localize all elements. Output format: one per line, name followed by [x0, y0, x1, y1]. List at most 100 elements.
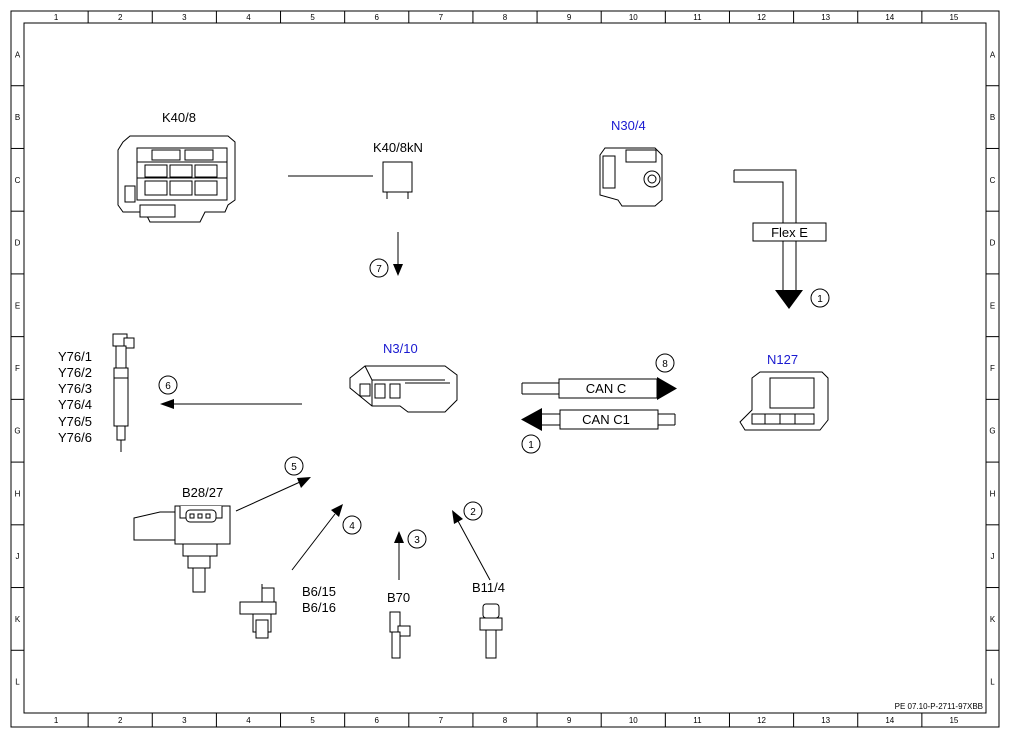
arrow-2-shaft — [457, 520, 491, 581]
grid-col-label-top: 12 — [757, 13, 766, 22]
grid-col-label-top: 4 — [246, 13, 251, 22]
label-n30-4: N30/4 — [611, 118, 646, 133]
grid-col-label-top: 13 — [821, 13, 830, 22]
ecu-n3-10: N3/10 — [349, 341, 458, 413]
grid-col-label-bottom: 7 — [439, 716, 444, 725]
grid-row-label-right: D — [990, 239, 996, 248]
module-n127: N127 — [739, 352, 829, 431]
label-b70: B70 — [387, 590, 410, 605]
grid-col-label-bottom: 1 — [54, 716, 59, 725]
grid-row-label-left: A — [15, 50, 21, 59]
grid-row-label-left: K — [15, 615, 21, 624]
label-k40-8kn: K40/8kN — [373, 140, 423, 155]
grid-col-label-top: 5 — [310, 13, 315, 22]
grid-row-label-right: J — [991, 552, 995, 561]
grid-row-label-left: B — [15, 113, 20, 122]
arrow-4-head — [331, 504, 343, 517]
flex-e-arrowhead — [775, 290, 803, 309]
grid-col-label-bottom: 2 — [118, 716, 123, 725]
sensor-b28-27: B28/27 — [133, 485, 231, 593]
grid-row-label-left: J — [16, 552, 20, 561]
grid-col-label-top: 7 — [439, 13, 444, 22]
label-b28-27: B28/27 — [182, 485, 223, 500]
grid-col-label-top: 15 — [949, 13, 958, 22]
grid-row-label-right: C — [990, 176, 996, 185]
signal-badge-1-can: 1 — [521, 434, 541, 454]
svg-text:Y76/1: Y76/1 — [58, 349, 92, 364]
labels-b6: B6/15 B6/16 — [302, 584, 336, 615]
svg-text:1: 1 — [528, 440, 534, 451]
arrow-6-head — [160, 399, 174, 409]
svg-text:7: 7 — [376, 264, 382, 275]
signal-badge-7: 7 — [369, 258, 389, 278]
arrow-5-head — [297, 477, 311, 488]
sensor-b11-4: B11/4 — [472, 580, 505, 659]
grid-row-label-left: L — [15, 678, 20, 687]
grid-row-label-left: C — [15, 176, 21, 185]
grid-col-label-bottom: 5 — [310, 716, 315, 725]
grid-col-label-top: 3 — [182, 13, 187, 22]
svg-text:1: 1 — [817, 294, 823, 305]
can-c1-bus: CAN C1 — [521, 408, 676, 431]
grid-row-label-right: E — [990, 301, 995, 310]
grid-row-label-right: L — [990, 678, 995, 687]
relay-k40-8kn: K40/8kN — [373, 140, 423, 199]
svg-text:B6/16: B6/16 — [302, 600, 336, 615]
grid-col-label-bottom: 6 — [375, 716, 380, 725]
flex-e-tag: Flex E — [752, 222, 827, 242]
arrow-2-head — [452, 510, 463, 524]
arrow-4-shaft — [291, 513, 336, 571]
grid-col-label-top: 10 — [629, 13, 638, 22]
grid-col-label-top: 11 — [693, 13, 702, 22]
signal-badge-6: 6 — [158, 375, 178, 395]
grid-row-label-left: F — [15, 364, 20, 373]
grid-col-label-top: 6 — [375, 13, 380, 22]
grid-row-label-right: G — [989, 427, 995, 436]
arrow-5-shaft — [235, 481, 301, 512]
grid-row-label-right: K — [990, 615, 996, 624]
inner-frame — [23, 22, 987, 714]
grid-col-label-top: 1 — [54, 13, 59, 22]
svg-text:CAN C1: CAN C1 — [582, 412, 630, 427]
signal-badge-8: 8 — [655, 353, 675, 373]
signal-badge-1-flex: 1 — [810, 288, 830, 308]
grid-col-label-bottom: 12 — [757, 716, 766, 725]
arrow-3-head — [394, 531, 404, 543]
label-n3-10: N3/10 — [383, 341, 418, 356]
arrow-7-head — [393, 264, 403, 276]
module-n30-4: N30/4 — [599, 118, 663, 207]
svg-text:CAN C: CAN C — [586, 381, 626, 396]
label-n127: N127 — [767, 352, 798, 367]
svg-text:5: 5 — [291, 462, 297, 473]
outer-frame — [10, 10, 1000, 728]
grid-col-label-bottom: 15 — [949, 716, 958, 725]
sensor-b6 — [239, 584, 277, 639]
signal-badge-2: 2 — [463, 501, 483, 521]
signal-badge-5: 5 — [284, 456, 304, 476]
sensor-b70: B70 — [387, 590, 411, 659]
grid-col-label-top: 9 — [567, 13, 572, 22]
svg-text:6: 6 — [165, 381, 171, 392]
grid-col-label-top: 14 — [885, 13, 894, 22]
grid-row-label-left: D — [15, 239, 21, 248]
label-k40-8: K40/8 — [162, 110, 196, 125]
svg-text:8: 8 — [662, 359, 668, 370]
grid-marks: 1122334455667788991010111112121313141415… — [11, 11, 999, 727]
grid-row-label-left: G — [14, 427, 20, 436]
grid-col-label-bottom: 9 — [567, 716, 572, 725]
injector-labels: Y76/1 Y76/2 Y76/3 Y76/4 Y76/5 Y76/6 — [58, 349, 92, 445]
grid-col-label-bottom: 10 — [629, 716, 638, 725]
grid-row-label-right: F — [990, 364, 995, 373]
svg-text:Y76/5: Y76/5 — [58, 414, 92, 429]
grid-row-label-left: E — [15, 301, 20, 310]
grid-col-label-bottom: 11 — [693, 716, 702, 725]
svg-text:4: 4 — [349, 521, 355, 532]
grid-col-label-top: 8 — [503, 13, 508, 22]
svg-text:Y76/6: Y76/6 — [58, 430, 92, 445]
grid-col-label-bottom: 13 — [821, 716, 830, 725]
svg-text:3: 3 — [414, 535, 420, 546]
grid-col-label-bottom: 3 — [182, 716, 187, 725]
grid-row-label-right: A — [990, 50, 996, 59]
signal-badge-4: 4 — [342, 515, 362, 535]
injector-y76 — [112, 333, 135, 452]
